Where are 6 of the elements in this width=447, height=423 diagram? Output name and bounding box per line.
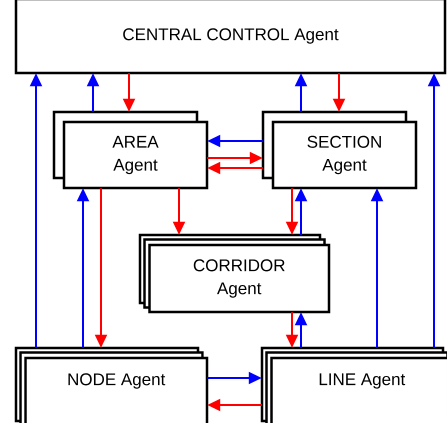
agent-box: CORRIDOR Agent bbox=[138, 234, 330, 314]
agent-box: SECTION Agent bbox=[262, 110, 418, 190]
agent-box: NODE Agent bbox=[14, 346, 208, 423]
agent-box: CENTRAL CONTROL Agent bbox=[14, 0, 446, 74]
agent-box: AREA Agent bbox=[52, 110, 208, 190]
agent-box: LINE Agent bbox=[260, 346, 447, 423]
